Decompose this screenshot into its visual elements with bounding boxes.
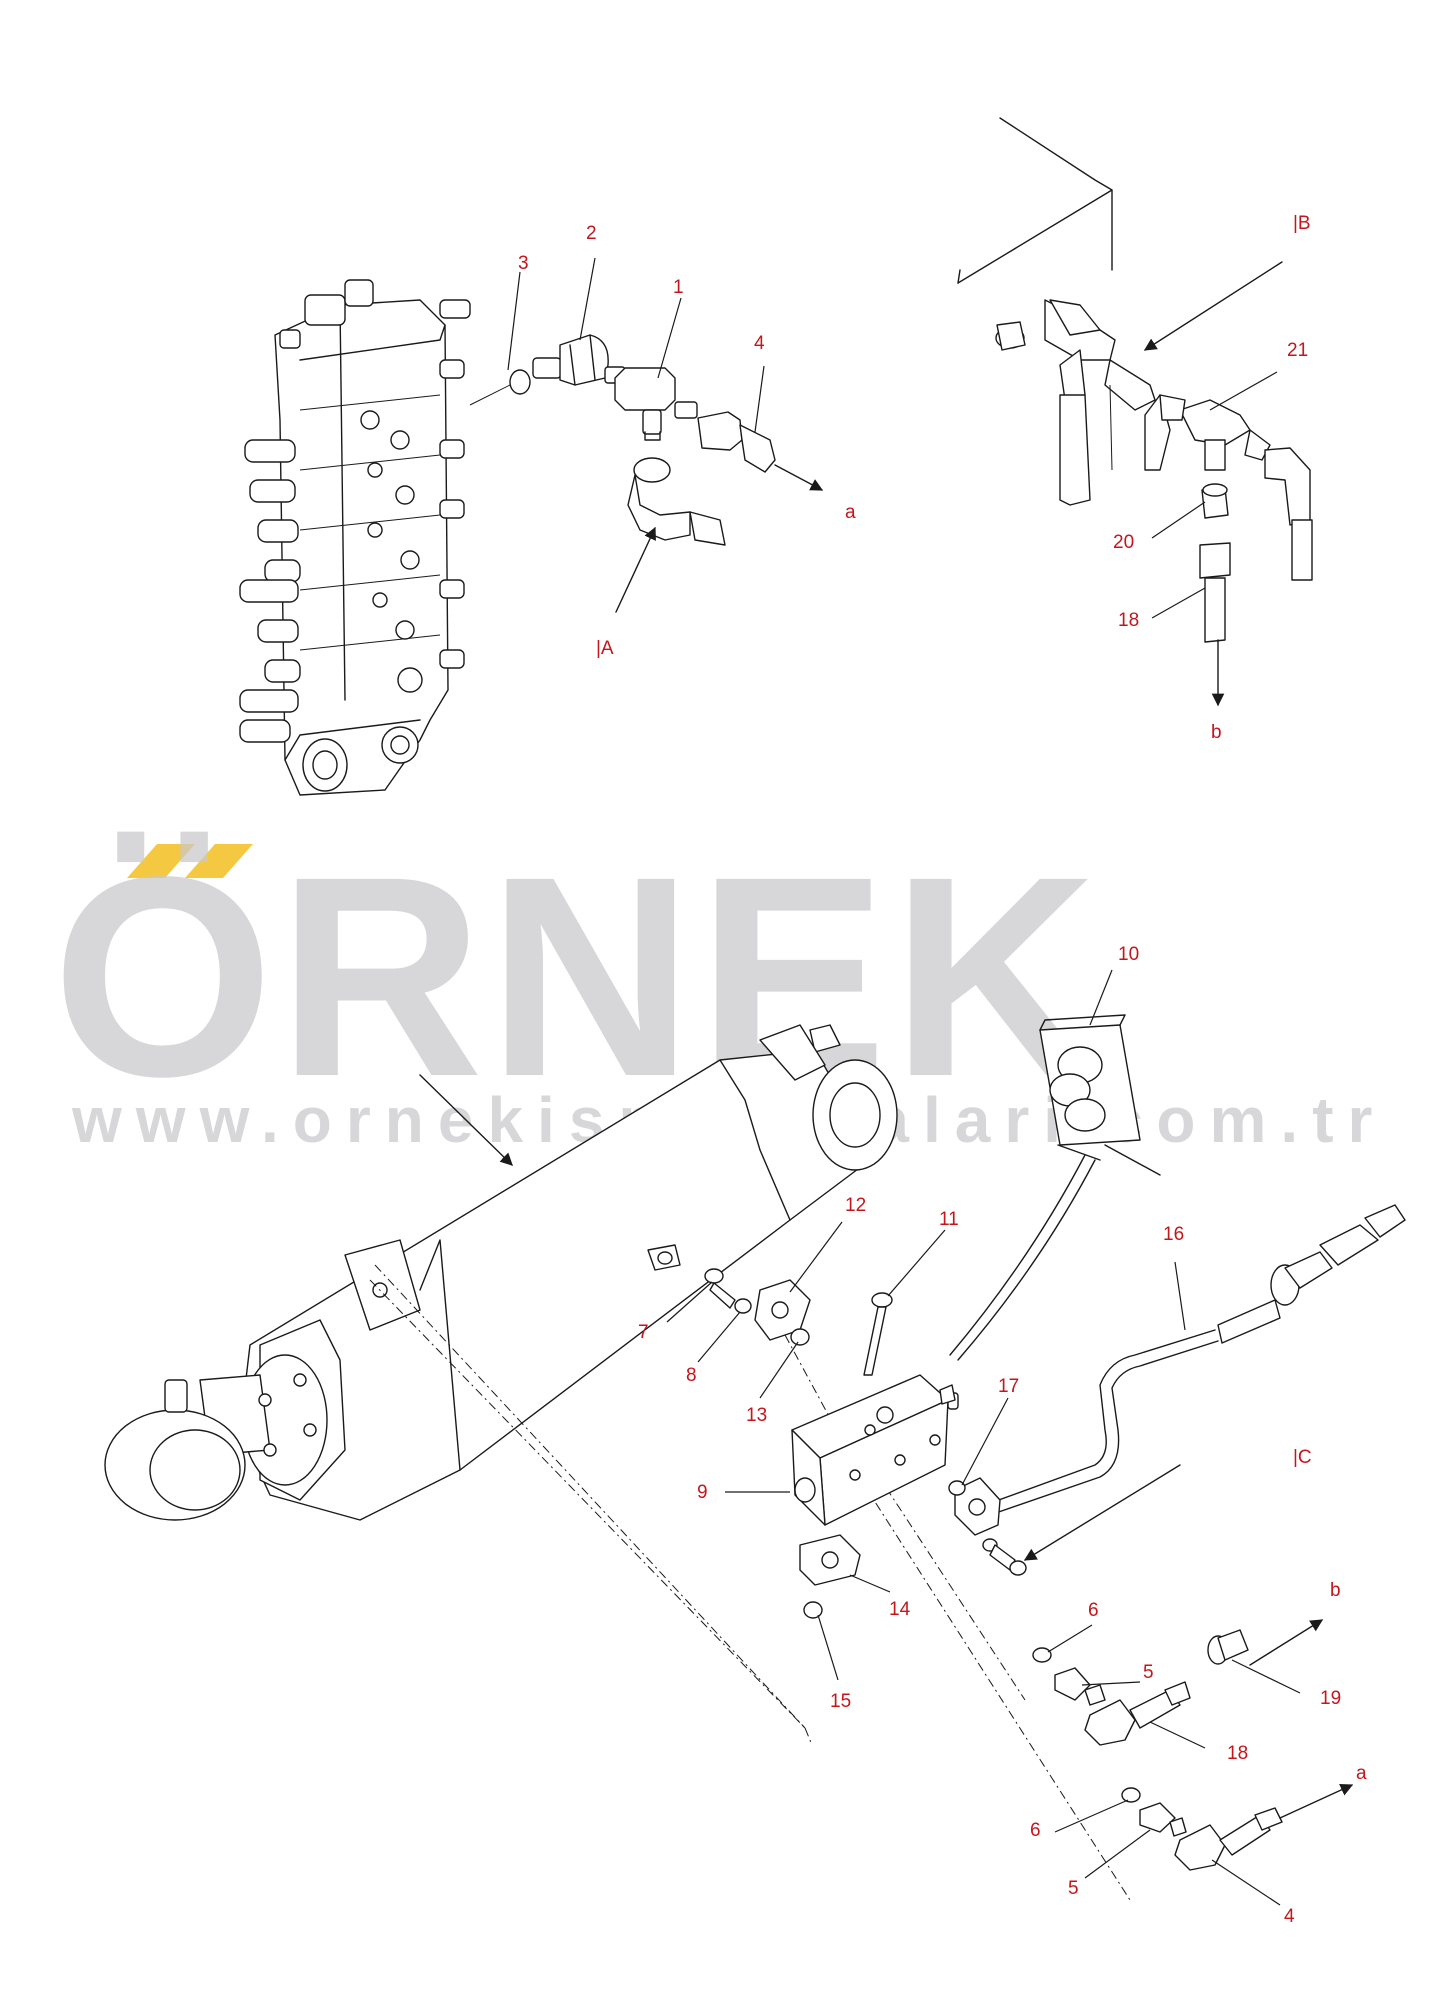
direction-b-top: b	[1211, 722, 1222, 743]
part-19-nut	[1207, 1629, 1249, 1665]
part-18-hose-bottom	[1084, 1681, 1191, 1746]
view-label-c: |C	[1293, 1447, 1312, 1468]
callout-19: 19	[1320, 1688, 1341, 1709]
direction-arrows	[419, 261, 1354, 1819]
callout-21: 21	[1287, 340, 1308, 361]
part-20-adapter	[1201, 483, 1229, 519]
callout-4-bottom: 4	[1284, 1906, 1295, 1927]
part-13-o-ring	[790, 1328, 810, 1346]
callout-8: 8	[686, 1365, 697, 1386]
watermark-brand: ÖRNEK	[52, 818, 1101, 1136]
callout-6-lower: 6	[1030, 1820, 1041, 1841]
callout-9: 9	[697, 1482, 708, 1503]
part-5-adapter-lower	[1139, 1802, 1187, 1837]
part-15-o-ring	[803, 1601, 823, 1619]
part-2-elbow-fitting	[532, 334, 609, 386]
callout-7: 7	[638, 1322, 649, 1343]
callout-2: 2	[586, 223, 597, 244]
valve-face-ports	[360, 410, 423, 764]
part-16-pipe-flange	[954, 1477, 1001, 1536]
part-9-valve-block	[791, 1374, 959, 1526]
view-label-b: |B	[1293, 213, 1311, 234]
view-b-assembly	[957, 117, 1313, 643]
callout-14: 14	[889, 1599, 911, 1620]
callout-18-top: 18	[1118, 610, 1139, 631]
tee-branch-elbow	[627, 457, 726, 546]
part-bolts-view-c	[982, 1538, 1027, 1576]
part-6-o-ring-lower	[1121, 1787, 1141, 1803]
part-14-flange	[799, 1534, 861, 1586]
control-valve-assembly	[239, 279, 471, 796]
cylinder-bolt-circle	[258, 1373, 317, 1457]
part-5-adapter-upper	[1054, 1667, 1106, 1706]
direction-a-top: a	[845, 502, 856, 523]
part-8-washer	[734, 1298, 752, 1314]
part-4-hose-top	[697, 411, 776, 473]
part-17-o-ring	[948, 1480, 966, 1496]
callout-5-upper: 5	[1143, 1662, 1154, 1683]
leader-lines	[507, 257, 1301, 1906]
part-10-seal-kit	[1039, 1014, 1161, 1176]
callout-17: 17	[998, 1376, 1019, 1397]
callout-16: 16	[1163, 1224, 1184, 1245]
callout-4-top: 4	[754, 333, 765, 354]
callout-5-lower: 5	[1068, 1878, 1079, 1899]
callout-13: 13	[746, 1405, 767, 1426]
valve-right-ports	[439, 359, 465, 669]
direction-a-bottom: a	[1356, 1763, 1367, 1784]
part-16-pipe	[984, 1204, 1406, 1516]
part-7-bolt	[704, 1268, 736, 1309]
direction-b-bottom: b	[1330, 1580, 1341, 1601]
watermark-accent-mark-left	[127, 844, 195, 878]
part-1-tee-fitting	[604, 366, 698, 441]
boom-cylinder	[104, 1024, 898, 1521]
callout-15: 15	[830, 1691, 851, 1712]
valve-spool-fittings	[239, 439, 301, 743]
callout-6-upper: 6	[1088, 1600, 1099, 1621]
callout-1: 1	[673, 277, 684, 298]
callout-18-bottom: 18	[1227, 1743, 1248, 1764]
part-11-bolt	[863, 1292, 893, 1376]
part-6-o-ring-upper	[1032, 1647, 1052, 1663]
callout-20: 20	[1113, 532, 1134, 553]
part-18-hose-top	[1199, 542, 1231, 643]
view-label-a: |A	[596, 638, 614, 659]
callout-10: 10	[1118, 944, 1139, 965]
part-21-tee-fitting	[1159, 394, 1271, 471]
part-4-hose-bottom	[1174, 1807, 1283, 1871]
part-3-o-ring	[509, 369, 531, 395]
callout-12: 12	[845, 1195, 866, 1216]
callout-3: 3	[518, 253, 529, 274]
watermark-accent-mark-right	[185, 844, 253, 878]
callout-11: 11	[939, 1209, 959, 1230]
callout-labels: 1 2 3 4 a |A |B 21 20 18 b 10 12 11 16 7…	[518, 213, 1367, 1927]
